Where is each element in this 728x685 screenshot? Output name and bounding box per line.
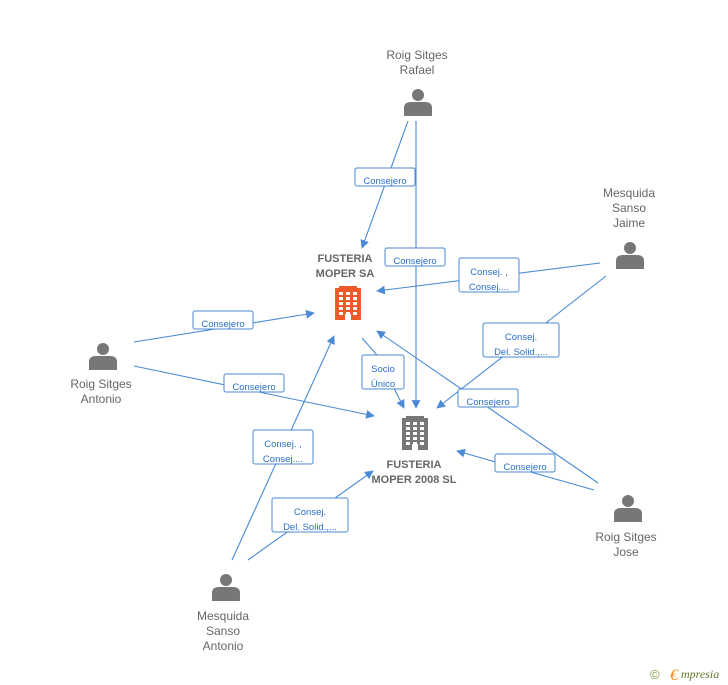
edge-label-box	[361, 354, 405, 390]
person-icon	[616, 242, 644, 269]
node-moper_2008[interactable]: FUSTERIA MOPER 2008 SL	[372, 416, 457, 486]
node-label-line: Mesquida	[197, 609, 249, 623]
empresia-logo[interactable]: © € mpresia	[650, 667, 719, 684]
edge-label[interactable]: Consejero	[223, 373, 285, 393]
edge-label-box	[458, 257, 520, 293]
node-label-line: Jose	[613, 545, 639, 559]
node-label-line: Sanso	[612, 201, 646, 215]
edge-label-text: Del. Solid.,...	[494, 347, 548, 358]
edge-label-text: Consejero	[232, 382, 275, 393]
edge-label-text: Socio	[371, 364, 395, 375]
edge-label-text: Consejero	[466, 397, 509, 408]
node-moper_sa[interactable]: FUSTERIA MOPER SA	[316, 253, 375, 320]
edge-label-box	[482, 322, 560, 358]
node-label-line: Antonio	[203, 639, 244, 653]
edge-label-text: Consej. ,	[470, 267, 508, 278]
brand-wordmark: mpresia	[681, 667, 719, 681]
person-icon	[614, 495, 642, 522]
node-label-line: MOPER 2008 SL	[372, 474, 457, 486]
edge-label-box	[271, 497, 349, 533]
edge-label-box	[223, 373, 285, 393]
brand-e-letter: €	[670, 667, 679, 684]
node-label-line: Roig Sitges	[595, 530, 656, 544]
edge-label[interactable]: Consejero	[384, 247, 446, 267]
edge-label-box	[354, 167, 416, 187]
edge-label-box	[457, 388, 519, 408]
node-label-line: Jaime	[613, 216, 645, 230]
edge-label[interactable]: Consejero	[494, 453, 556, 473]
node-label-line: Rafael	[400, 63, 435, 77]
edge-label-text: Consej.	[505, 332, 537, 343]
edge-label-text: Del. Solid.,...	[283, 522, 337, 533]
edge-label[interactable]: Consejero	[192, 310, 254, 330]
edge-label-box	[494, 453, 556, 473]
person-icon	[89, 343, 117, 370]
person-icon	[404, 89, 432, 116]
edge-label-text: Consej. ,	[264, 439, 302, 450]
copyright-symbol: ©	[650, 667, 660, 682]
edge-label-text: Consejero	[393, 256, 436, 267]
node-label-line: Antonio	[81, 392, 122, 406]
edge-label-box	[252, 429, 314, 465]
node-label-line: Roig Sitges	[386, 48, 447, 62]
edge-label-text: Consej....	[263, 454, 303, 465]
edge-label-box	[192, 310, 254, 330]
edge-label-text: Consejero	[503, 462, 546, 473]
edge-label-text: Consej....	[469, 282, 509, 293]
edge-label-text: Único	[371, 379, 395, 390]
edge-label[interactable]: Consejero	[457, 388, 519, 408]
building-icon	[402, 416, 428, 450]
edge-label-text: Consejero	[363, 176, 406, 187]
node-label-line: Sanso	[206, 624, 240, 638]
edge-label[interactable]: Consej. , Consej....	[458, 257, 520, 293]
edge-label[interactable]: Consej. Del. Solid.,...	[482, 322, 560, 358]
person-icon	[212, 574, 240, 601]
edge-label-text: Consej.	[294, 507, 326, 518]
edge-label-text: Consejero	[201, 319, 244, 330]
node-label-line: Roig Sitges	[70, 377, 131, 391]
edge-label[interactable]: Consej. Del. Solid.,...	[271, 497, 349, 533]
node-label-line: FUSTERIA	[318, 253, 373, 265]
edge-label[interactable]: Consejero	[354, 167, 416, 187]
edge-label[interactable]: Consej. , Consej....	[252, 429, 314, 465]
node-label-line: FUSTERIA	[387, 459, 442, 471]
node-label-line: MOPER SA	[316, 268, 375, 280]
node-label-line: Mesquida	[603, 186, 655, 200]
building-icon	[335, 286, 361, 320]
edge-label-box	[384, 247, 446, 267]
